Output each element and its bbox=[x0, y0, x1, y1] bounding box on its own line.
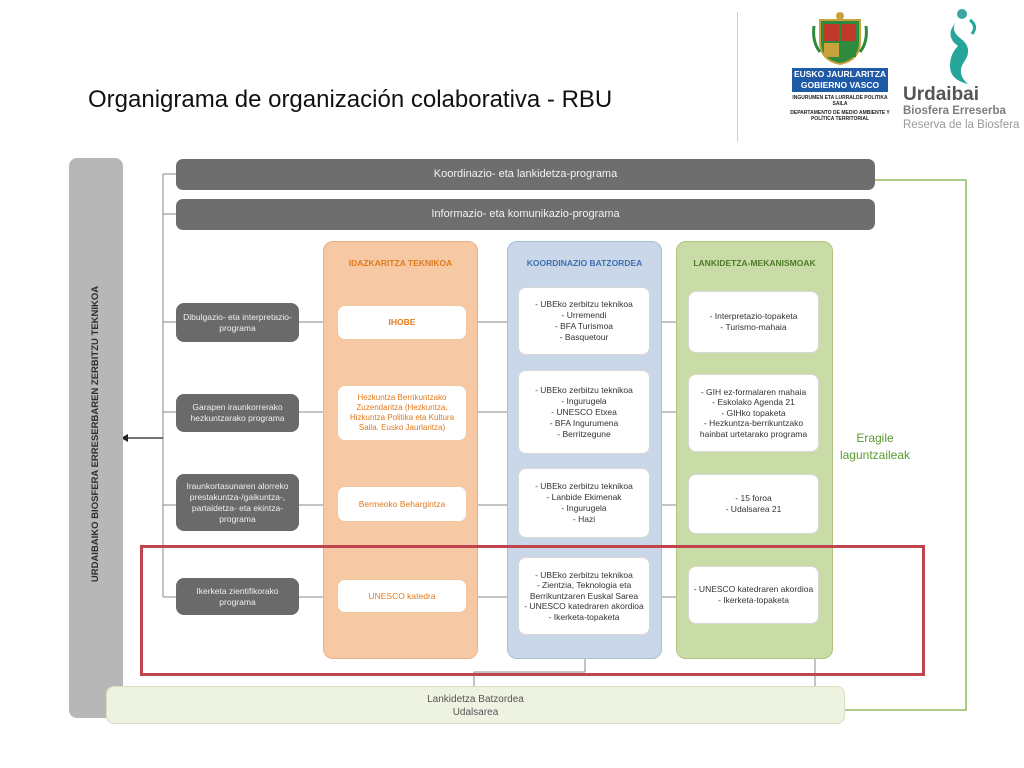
green-entity-box: - Interpretazio-topaketa - Turismo-mahai… bbox=[688, 291, 819, 353]
gobierno-vasco-logo: EUSKO JAURLARITZA GOBIERNO VASCO INGURUM… bbox=[790, 12, 890, 132]
technical-service-bar bbox=[69, 158, 123, 718]
program-box: Garapen iraunkorrerako hezkuntzarako pro… bbox=[176, 394, 299, 432]
coordination-program-banner: Koordinazio- eta lankidetza-programa bbox=[176, 159, 875, 190]
program-box: Ikerketa zientifikorako programa bbox=[176, 578, 299, 615]
green-column-header: LANKIDETZA-MEKANISMOAK bbox=[693, 258, 816, 268]
program-box: Dibulgazio- eta interpretazio-programa bbox=[176, 303, 299, 342]
urdaibai-logo: Urdaibai Biosfera Erreserba Reserva de l… bbox=[900, 6, 1022, 136]
gv-subtitle-2: DEPARTAMENTO DE MEDIO AMBIENTE Y POLÍTIC… bbox=[790, 110, 890, 122]
urdaibai-line3: Reserva de la Biosfera bbox=[903, 119, 1020, 131]
urdaibai-figure-icon bbox=[950, 9, 977, 84]
supporting-agents-label: Eragile laguntzaileak bbox=[839, 431, 911, 462]
header-divider bbox=[737, 12, 738, 142]
blue-entity-box: - UBEko zerbitzu teknikoa - Ingurugela -… bbox=[518, 370, 650, 454]
bottom-line1: Lankidetza Batzordea bbox=[427, 694, 524, 705]
blue-column-header: KOORDINAZIO BATZORDEA bbox=[526, 258, 643, 268]
blue-entity-box: - UBEko zerbitzu teknikoa - Lanbide Ekim… bbox=[518, 468, 650, 538]
green-entity-box: - 15 foroa - Udalsarea 21 bbox=[688, 474, 819, 534]
orange-entity-box: UNESCO katedra bbox=[337, 579, 467, 613]
technical-service-label: URDAIBAIKO BIOSFERA ERRESERBAREN ZERBITZ… bbox=[90, 285, 101, 583]
program-box: Iraunkortasunaren alorreko prestakuntza-… bbox=[176, 474, 299, 531]
page-title: Organigrama de organización colaborativa… bbox=[88, 86, 613, 113]
orange-entity-box: Bermeoko Behargintza bbox=[337, 486, 467, 522]
gv-subtitle-1: INGURUMEN ETA LURRALDE POLITIKA SAILA bbox=[792, 95, 888, 107]
gv-name-bar: EUSKO JAURLARITZA GOBIERNO VASCO bbox=[792, 68, 888, 92]
blue-entity-box: - UBEko zerbitzu teknikoa - Urremendi - … bbox=[518, 287, 650, 355]
green-entity-box: - GIH ez-formalaren mahaia - Eskolako Ag… bbox=[688, 374, 819, 452]
coat-of-arms-icon bbox=[812, 12, 868, 66]
information-program-banner: Informazio- eta komunikazio-programa bbox=[176, 199, 875, 230]
urdaibai-line2: Biosfera Erreserba bbox=[903, 105, 1006, 117]
collaboration-committee-box: Lankidetza Batzordea Udalsarea bbox=[106, 686, 845, 724]
gv-bar-line2: GOBIERNO VASCO bbox=[800, 80, 880, 90]
orange-entity-box: Hezkuntza Berrikuntzako Zuzendaritza (He… bbox=[337, 385, 467, 441]
orange-column-header: IDAZKARITZA TEKNIKOA bbox=[348, 258, 453, 268]
blue-entity-box: - UBEko zerbitzu teknikoa - Zientzia, Te… bbox=[518, 557, 650, 635]
gv-bar-line1: EUSKO JAURLARITZA bbox=[793, 69, 887, 79]
green-entity-box: - UNESCO katedraren akordioa - Ikerketa-… bbox=[688, 566, 819, 624]
highlight-frame bbox=[140, 545, 925, 676]
bottom-line2: Udalsarea bbox=[452, 707, 499, 718]
urdaibai-name: Urdaibai bbox=[903, 84, 980, 105]
orange-entity-box: IHOBE bbox=[337, 305, 467, 340]
